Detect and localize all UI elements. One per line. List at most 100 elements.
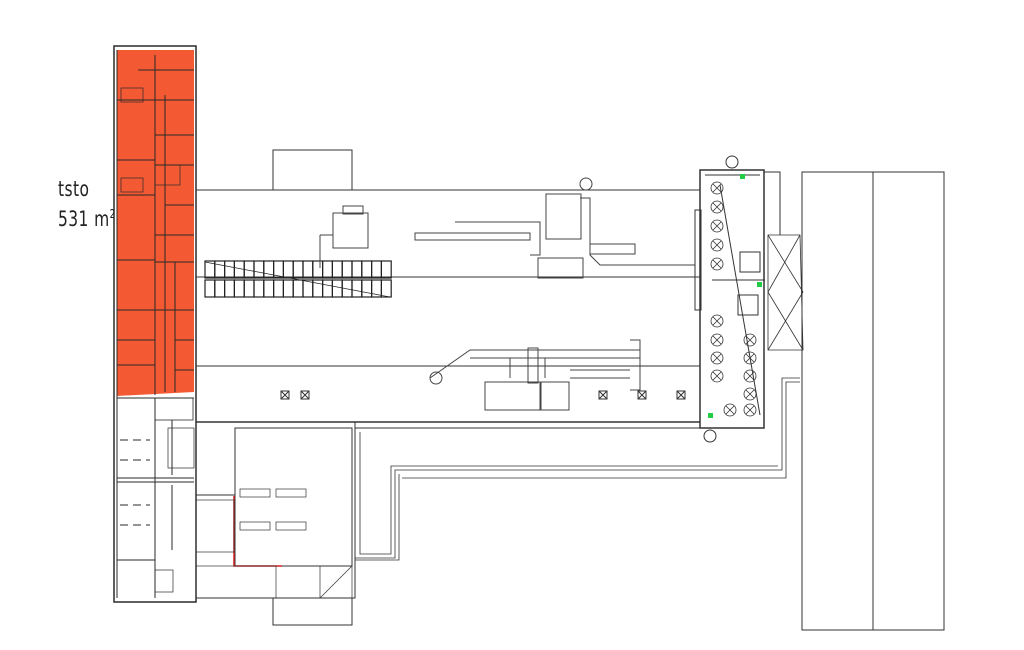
fan-cross: [725, 405, 735, 415]
fan-icon: [710, 219, 724, 233]
ceiling-units: [280, 390, 686, 400]
rack-cell: [214, 260, 226, 279]
rack-diagonal: [204, 261, 391, 298]
fan-icon: [710, 181, 724, 195]
fan-circle: [743, 387, 757, 401]
rack-cell: [361, 279, 373, 298]
ceiling-unit-icon: [676, 390, 686, 400]
unit-cross: [280, 390, 290, 400]
rack-cell: [243, 279, 255, 298]
fan-circle: [743, 351, 757, 365]
fan-circle: [743, 369, 757, 383]
rack-cell: [322, 279, 334, 298]
rack-cell: [302, 279, 314, 298]
unit-box: [676, 390, 686, 400]
rack-cell: [331, 260, 343, 279]
rack-cell: [282, 279, 294, 298]
fan-cross: [712, 335, 722, 345]
rack-cell: [341, 260, 353, 279]
fan-circle: [710, 219, 724, 233]
fan-circle: [723, 403, 737, 417]
fan-circle: [710, 314, 724, 328]
ceiling-unit-icon: [637, 390, 647, 400]
fan-cross: [712, 183, 722, 193]
rack-cell: [263, 279, 275, 298]
fan-cross: [712, 316, 722, 326]
rack-cell: [380, 279, 392, 298]
fan-icon: [743, 333, 757, 347]
area-name-label: tsto: [58, 177, 90, 201]
rack-cell: [233, 260, 245, 279]
rack-cell: [322, 260, 334, 279]
fan-cross: [712, 221, 722, 231]
fan-icon: [710, 257, 724, 271]
rack-cell: [224, 260, 236, 279]
unit-box: [280, 390, 290, 400]
fan-cross: [745, 389, 755, 399]
fan-icon: [743, 369, 757, 383]
rack-cell: [371, 260, 383, 279]
rack-cell: [253, 279, 265, 298]
fan-circle: [710, 238, 724, 252]
fan-icon: [710, 369, 724, 383]
fan-cross: [745, 335, 755, 345]
rack-cell: [312, 260, 324, 279]
rack-cell: [292, 260, 304, 279]
main-hall: [196, 149, 700, 429]
fan-icon: [723, 403, 737, 417]
ceiling-unit-icon: [300, 390, 310, 400]
fan-cross: [745, 405, 755, 415]
fan-circle: [710, 333, 724, 347]
fan-circle: [710, 351, 724, 365]
fan-cross: [712, 371, 722, 381]
fan-cross: [712, 353, 722, 363]
fan-circle: [710, 181, 724, 195]
area-size-value: 531 m: [58, 207, 110, 231]
fan-icon: [710, 333, 724, 347]
fans: [710, 181, 757, 417]
fan-icon: [743, 387, 757, 401]
area-size-label: 531 m2: [58, 207, 116, 231]
fan-circle: [743, 333, 757, 347]
rack-cell: [263, 260, 275, 279]
fan-cross: [712, 240, 722, 250]
rack-cell: [204, 279, 216, 298]
fan-cross: [745, 353, 755, 363]
unit-cross: [300, 390, 310, 400]
rack-cell: [351, 260, 363, 279]
fan-icon: [710, 314, 724, 328]
ceiling-unit-icon: [280, 390, 290, 400]
rack-cell: [224, 279, 236, 298]
fan-cross: [712, 202, 722, 212]
rack-cell: [282, 260, 294, 279]
area-unit-exponent: 2: [109, 207, 116, 221]
unit-box: [598, 390, 608, 400]
rack-cell: [351, 279, 363, 298]
office-wing: [113, 45, 197, 603]
fan-circle: [710, 200, 724, 214]
fan-circle: [710, 257, 724, 271]
unit-cross: [637, 390, 647, 400]
unit-box: [637, 390, 647, 400]
adjacent-building: [801, 171, 945, 631]
unit-cross: [676, 390, 686, 400]
unit-cross: [598, 390, 608, 400]
rack-cell: [380, 260, 392, 279]
rack-cell: [214, 279, 226, 298]
storage-racks: [204, 260, 392, 298]
rack-cell: [253, 260, 265, 279]
ventilation-ducts: [319, 177, 695, 411]
rack-cell: [233, 279, 245, 298]
rack-cell: [361, 260, 373, 279]
rack-cell: [302, 260, 314, 279]
ceiling-unit-icon: [598, 390, 608, 400]
rack-cell: [273, 279, 285, 298]
fan-icon: [710, 200, 724, 214]
fan-icon: [743, 403, 757, 417]
fan-cross: [745, 371, 755, 381]
fan-cross: [712, 259, 722, 269]
rack-cell: [331, 279, 343, 298]
fan-circle: [710, 369, 724, 383]
technical-block: [694, 155, 804, 443]
